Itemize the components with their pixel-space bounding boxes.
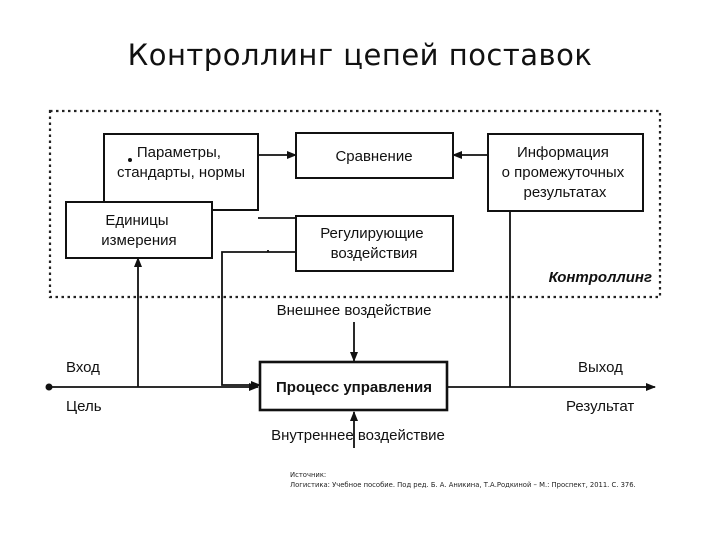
info-box (487, 133, 644, 212)
connector-lines (49, 151, 656, 448)
comparison-text: Сравнение (335, 148, 412, 165)
small-dot (128, 158, 132, 162)
external-label: Внешнее воздействие (277, 302, 432, 319)
controlling-label: Контроллинг (549, 269, 652, 286)
controlling-frame (48, 109, 662, 299)
input-label: Вход (66, 359, 100, 376)
regulating-box (295, 215, 454, 272)
source-citation: Источник: Логистика: Учебное пособие. По… (290, 470, 710, 490)
regulating-text: Регулирующие воздействия (320, 225, 428, 262)
comparison-box (295, 132, 454, 179)
goal-label: Цель (66, 398, 102, 415)
parameters-text: Параметры, стандарты, нормы (117, 144, 245, 181)
source-heading: Источник: (290, 471, 327, 479)
output-label: Выход (578, 359, 623, 376)
result-label: Результат (566, 398, 634, 415)
source-text: Логистика: Учебное пособие. Под ред. Б. … (290, 481, 636, 489)
units-box (65, 201, 213, 259)
process-box (258, 360, 449, 412)
slide-title: Контроллинг цепей поставок (127, 38, 593, 72)
info-text: Информация о промежуточных результатах (502, 144, 629, 201)
internal-label: Внутреннее воздействие (271, 427, 445, 444)
process-text: Процесс управления (276, 379, 432, 396)
input-dot (45, 383, 53, 391)
units-text: Единицы измерения (101, 212, 176, 249)
